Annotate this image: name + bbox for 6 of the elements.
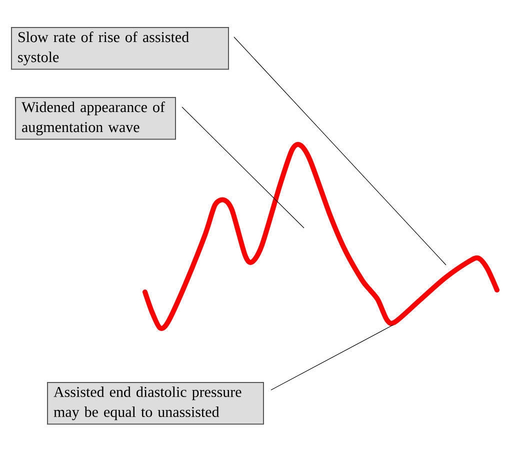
leader-line [182, 106, 304, 228]
leader-line [234, 36, 446, 266]
callout-box: Assisted end diastolic pressure may be equal to unassisted [47, 382, 264, 425]
callout-box: Slow rate of rise of assisted systole [11, 27, 229, 70]
leader-line [270, 324, 394, 390]
callout-box: Widened appearance of augmentation wave [15, 97, 176, 140]
